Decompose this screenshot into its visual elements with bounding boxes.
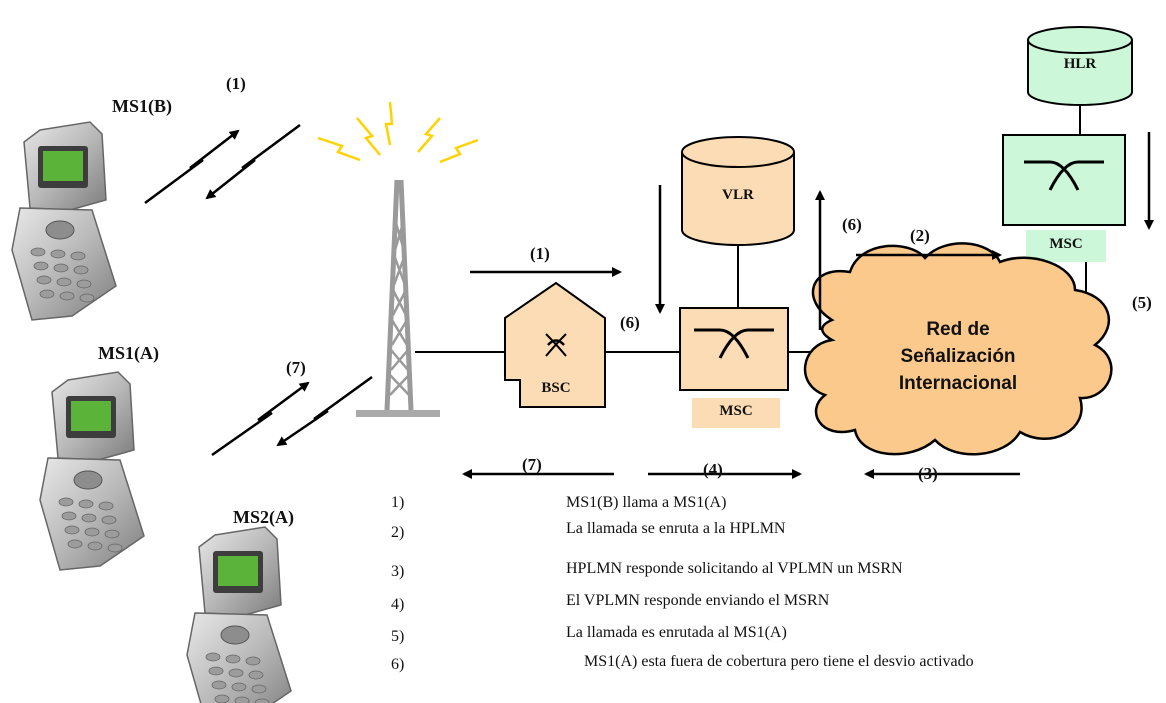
label-bsc: BSC [541,380,571,396]
legend-num-6: 6) [391,656,405,673]
step-marker-radio-1: (1) [226,74,246,93]
international-signaling-network-cloud [803,242,1113,456]
step-marker-bts-msc-1: (1) [530,244,550,263]
label-ms1b: MS1(B) [112,96,172,116]
legend-num-1: 1) [391,494,405,511]
signal-icon [317,101,479,164]
bsc-node [504,281,606,408]
hlr-database-icon [1027,26,1133,106]
bts-tower-icon [356,179,440,417]
radio-link-ms1a [211,375,373,457]
label-msc-home: MSC [1049,236,1083,252]
legend-num-2: 2) [391,524,405,541]
radio-link-ms1b [144,123,301,205]
legend-text-3: HPLMN responde solicitando al VPLMN un M… [566,560,903,577]
step-marker-vlr-up-6: (6) [842,215,862,234]
legend-text-6: MS1(A) esta fuera de cobertura pero tien… [584,653,974,670]
label-ms1a: MS1(A) [98,343,159,363]
label-hlr: HLR [1063,56,1097,72]
step-marker-radio-7: (7) [286,358,306,377]
vlr-database-icon [681,136,795,246]
mobile-phone-icon-ms1a [39,371,145,571]
mobile-phone-icon-ms1b [11,121,117,321]
legend-text-2: La llamada se enruta a la HPLMN [566,520,786,537]
step-marker-bottom-4: (4) [703,460,723,479]
legend-num-4: 4) [391,596,405,613]
step-marker-bottom-3: (3) [918,464,938,483]
cloud-label-line-1: Red de [926,319,990,340]
step-marker-hlr-5: (5) [1132,293,1152,312]
legend-text-5: La llamada es enrutada al MS1(A) [566,624,787,641]
step-marker-bottom-7: (7) [522,455,542,474]
step-marker-vlr-down-6: (6) [620,313,640,332]
legend-num-3: 3) [391,563,405,580]
msc-visited-node [679,307,789,428]
cloud-label: Red de Señalización Internacional [853,316,1063,397]
label-ms2a: MS2(A) [233,507,294,527]
label-vlr: VLR [722,187,754,203]
mobile-phone-icon-ms2a [186,526,292,703]
cloud-label-line-2: Señalización [900,346,1016,367]
msc-home-node [1002,134,1126,262]
step-marker-home-2: (2) [910,226,930,245]
label-msc-visited: MSC [719,403,753,419]
legend-text-1: MS1(B) llama a MS1(A) [566,494,727,511]
legend-num-5: 5) [391,628,405,645]
legend-text-4: El VPLMN responde enviando el MSRN [566,592,830,609]
cloud-label-line-3: Internacional [898,373,1018,394]
